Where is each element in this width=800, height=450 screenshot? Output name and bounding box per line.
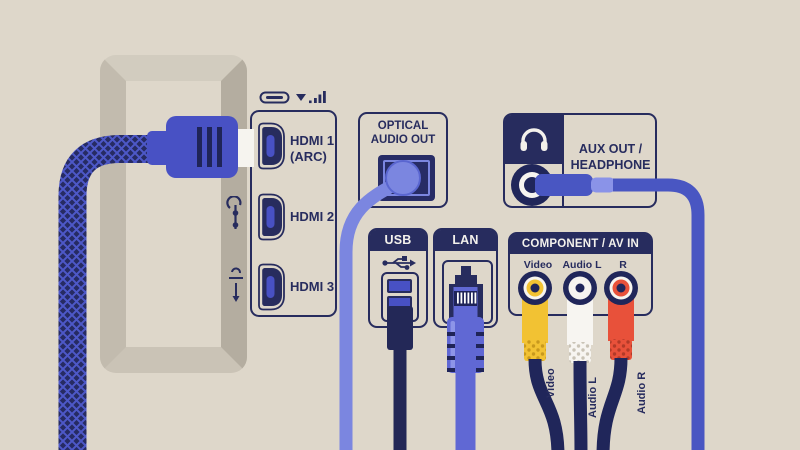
optical-cable — [339, 160, 421, 450]
usb-slot-1 — [387, 279, 412, 293]
hdmi1-label: HDMI 1 (ARC) — [290, 133, 335, 164]
cable-plug-icon — [226, 196, 242, 229]
hdmi-and-antenna-icons — [259, 91, 326, 104]
usb-cable — [387, 306, 413, 450]
rca-audio-r-jack — [604, 271, 638, 305]
video-jack-label: Video — [523, 259, 553, 271]
component-av-in-panel: COMPONENT / AV IN Video Audio L R — [508, 232, 653, 316]
hdmi2-label: HDMI 2 — [290, 209, 335, 224]
aux-headphone-panel: AUX OUT / HEADPHONE — [503, 113, 657, 208]
antenna-signal-icon — [296, 91, 326, 104]
component-panel-title: COMPONENT / AV IN — [510, 234, 651, 254]
rca-video-jack — [518, 271, 552, 305]
service-arrow-icon — [229, 267, 243, 302]
rca-audio-l-cable — [567, 295, 593, 450]
aux-jack-column — [505, 115, 564, 206]
aux-jack-and-cable — [511, 164, 705, 450]
hdmi3-label: HDMI 3 — [290, 279, 335, 294]
optical-plug — [385, 160, 421, 196]
headphone-icon — [520, 128, 548, 151]
hdmi-plug-tip — [234, 129, 254, 167]
lan-cable — [447, 287, 484, 450]
lan-panel-title: LAN — [435, 230, 496, 251]
optical-label: OPTICAL AUDIO OUT — [370, 120, 436, 146]
hdmi-ports-panel: HDMI 1 (ARC) HDMI 2 HDMI 3 — [250, 110, 337, 317]
hdmi2-port — [258, 193, 285, 241]
braided-hdmi-cable — [58, 135, 154, 450]
aux-label: AUX OUT / HEADPHONE — [570, 142, 651, 172]
usb-icon — [382, 256, 416, 270]
aux-plug — [535, 174, 593, 196]
audio-l-cable-label: Audio L — [587, 377, 599, 418]
headphone-icon-tile — [505, 115, 562, 164]
audio-l-jack-label: Audio L — [562, 259, 602, 271]
rca-audio-l-jack — [563, 271, 597, 305]
hdmi3-port — [258, 263, 285, 311]
rca-audio-r-cable — [596, 295, 634, 450]
video-cable-label: Video — [545, 368, 557, 398]
hdmi1-port — [258, 122, 285, 170]
hdmi-plug — [147, 116, 254, 178]
audio-r-jack-label: R — [619, 259, 627, 271]
usb-panel-title: USB — [370, 230, 426, 251]
audio-r-cable-label: Audio R — [636, 371, 648, 414]
hdmi-connector-icon — [259, 91, 290, 104]
